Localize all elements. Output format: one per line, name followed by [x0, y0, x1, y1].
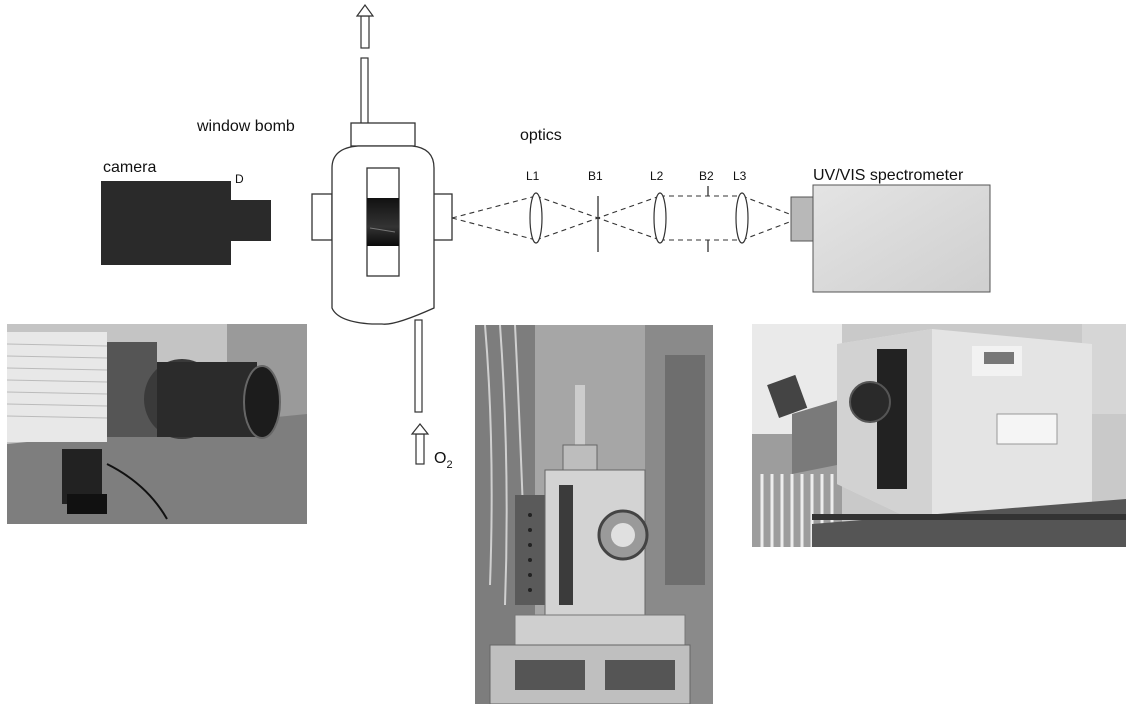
spectrometer-schematic [791, 185, 990, 292]
window-bomb-photo [475, 325, 713, 704]
window-bomb-label: window bomb [196, 118, 295, 135]
lens-l3-label: L3 [733, 169, 747, 183]
aperture-b2-label: B2 [699, 169, 714, 183]
lens-l3 [736, 193, 748, 243]
bottom-tube [415, 320, 422, 412]
lens-l2 [654, 193, 666, 243]
spectrometer-label: UV/VIS spectrometer [813, 167, 964, 184]
bomb-right-window [432, 194, 452, 240]
bomb-window-glass [367, 198, 399, 246]
spectrometer-inlet [791, 197, 813, 241]
outlet-arrow [357, 5, 373, 48]
lens-l1-label: L1 [526, 169, 540, 183]
aperture-d-label: D [235, 172, 244, 186]
camera-photo [7, 324, 307, 524]
camera-lens [231, 200, 271, 241]
bomb-top-cap [351, 123, 415, 146]
camera-body [101, 181, 231, 265]
optics-label: optics [520, 127, 562, 144]
lens-l2-label: L2 [650, 169, 664, 183]
oxygen-label: O2 [434, 450, 453, 471]
bomb-left-window [312, 194, 332, 240]
camera-label: camera [103, 159, 156, 176]
window-bomb-schematic [312, 123, 452, 324]
spectrometer-body [813, 185, 990, 292]
camera-schematic [101, 181, 271, 265]
spectrometer-photo [752, 324, 1126, 547]
inlet-arrow [412, 424, 428, 464]
aperture-b1-label: B1 [588, 169, 603, 183]
lens-l1 [530, 193, 542, 243]
